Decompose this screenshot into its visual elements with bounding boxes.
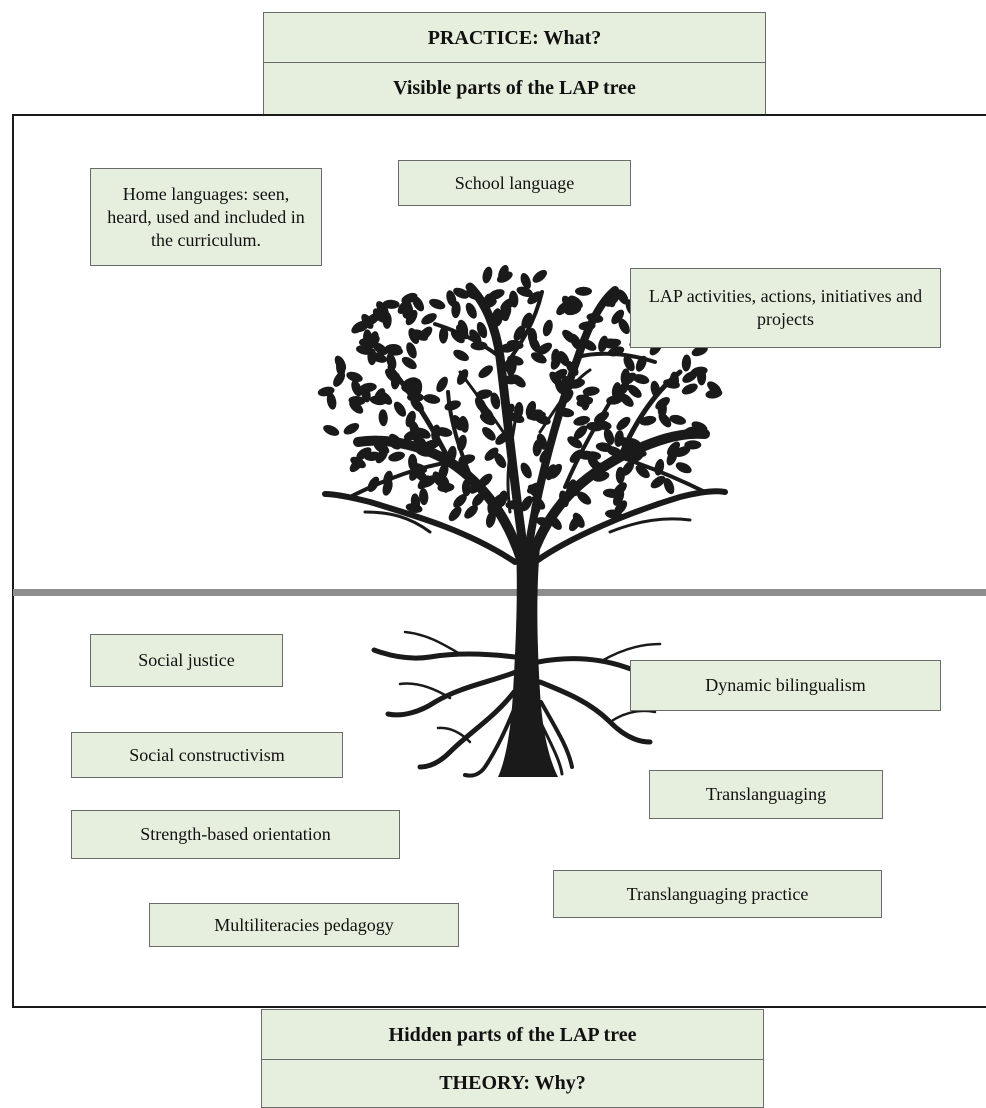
leaf-icon (332, 353, 349, 374)
home-languages-box: Home languages: seen, heard, used and in… (90, 168, 322, 266)
lap-activities-label: LAP activities, actions, initiatives and… (648, 286, 923, 329)
school-language-label: School language (454, 172, 575, 193)
school-language-box: School language (398, 160, 631, 206)
leaf-icon (321, 422, 341, 439)
dynamic-bilingualism-box: Dynamic bilingualism (630, 660, 941, 711)
lap-activities-box: LAP activities, actions, initiatives and… (630, 268, 941, 348)
visible-parts-label: Visible parts of the LAP tree (393, 77, 636, 99)
leaf-icon (530, 267, 550, 286)
leaf-icon (674, 460, 694, 476)
social-constructivism-label: Social constructivism (129, 744, 285, 765)
practice-header-label: PRACTICE: What? (427, 26, 602, 49)
leaf-icon (614, 414, 633, 433)
practice-header: PRACTICE: What? (263, 12, 766, 64)
leaf-icon (463, 301, 480, 321)
theory-header-label: THEORY: Why? (439, 1072, 586, 1094)
leaf-icon (451, 347, 471, 364)
social-justice-box: Social justice (90, 634, 283, 687)
tree-icon (316, 263, 728, 778)
leaf-icon (387, 450, 406, 464)
leaf-icon (684, 440, 702, 450)
tree-trunk (498, 547, 558, 777)
leaf-icon (680, 381, 700, 397)
leaf-icon (518, 460, 535, 481)
leaf-icon (697, 368, 707, 386)
hidden-parts-label: Hidden parts of the LAP tree (388, 1023, 637, 1046)
dynamic-bilingualism-label: Dynamic bilingualism (705, 675, 866, 695)
translanguaging-practice-label: Translanguaging practice (626, 883, 809, 904)
leaf-icon (391, 399, 409, 419)
translanguaging-box: Translanguaging (649, 770, 883, 819)
strength-based-label: Strength-based orientation (140, 824, 331, 844)
visible-parts-header: Visible parts of the LAP tree (263, 62, 766, 115)
hidden-parts-header: Hidden parts of the LAP tree (261, 1009, 764, 1061)
leaf-icon (541, 318, 555, 338)
leaf-icon (479, 424, 499, 444)
multiliteracies-box: Multiliteracies pedagogy (149, 903, 459, 947)
social-constructivism-box: Social constructivism (71, 732, 343, 778)
translanguaging-label: Translanguaging (705, 784, 827, 804)
ground-line (13, 589, 986, 596)
leaf-icon (681, 354, 692, 372)
home-languages-label: Home languages: seen, heard, used and in… (107, 183, 305, 250)
leaf-icon (378, 408, 389, 427)
leaf-icon (575, 286, 592, 296)
leaf-icon (443, 398, 463, 413)
multiliteracies-label: Multiliteracies pedagogy (214, 914, 394, 935)
leaf-icon (422, 392, 442, 406)
theory-header: THEORY: Why? (261, 1059, 764, 1108)
translanguaging-practice-box: Translanguaging practice (553, 870, 882, 918)
tree-roots (371, 630, 685, 778)
tree-branches (322, 282, 728, 567)
leaf-icon (480, 265, 494, 285)
leaf-icon (427, 296, 447, 312)
social-justice-label: Social justice (138, 650, 235, 670)
leaf-icon (476, 362, 496, 381)
leaf-icon (341, 420, 362, 437)
strength-based-box: Strength-based orientation (71, 810, 400, 859)
